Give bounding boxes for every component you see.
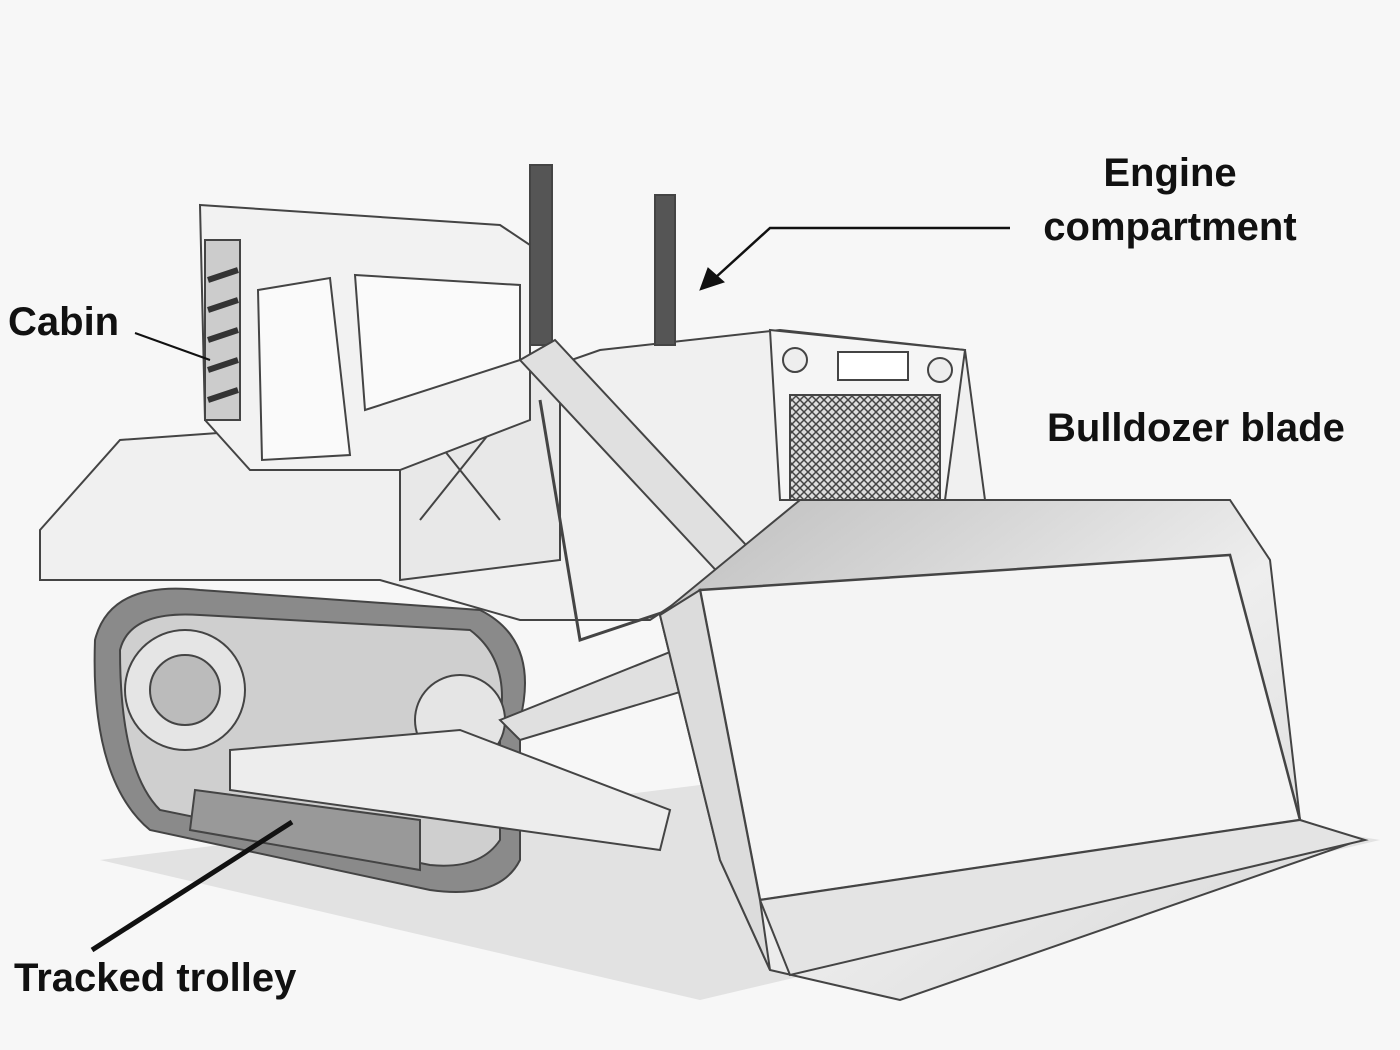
engine-label-line2: compartment bbox=[1043, 205, 1297, 249]
bulldozer-blade-label: Bulldozer blade bbox=[1047, 406, 1345, 450]
engine-compartment-label: Engine compartment bbox=[1020, 146, 1320, 254]
leader-lines bbox=[90, 226, 1010, 953]
trolley-leader bbox=[90, 819, 294, 953]
engine-label-line1: Engine bbox=[1103, 151, 1237, 195]
cabin-leader bbox=[134, 332, 211, 361]
cabin-label: Cabin bbox=[8, 300, 120, 344]
bulldozer-drawing bbox=[39, 164, 1380, 1002]
engine-leader bbox=[714, 226, 1010, 279]
engine-arrowhead bbox=[699, 267, 725, 291]
tracked-trolley-label: Tracked trolley bbox=[14, 956, 297, 1000]
